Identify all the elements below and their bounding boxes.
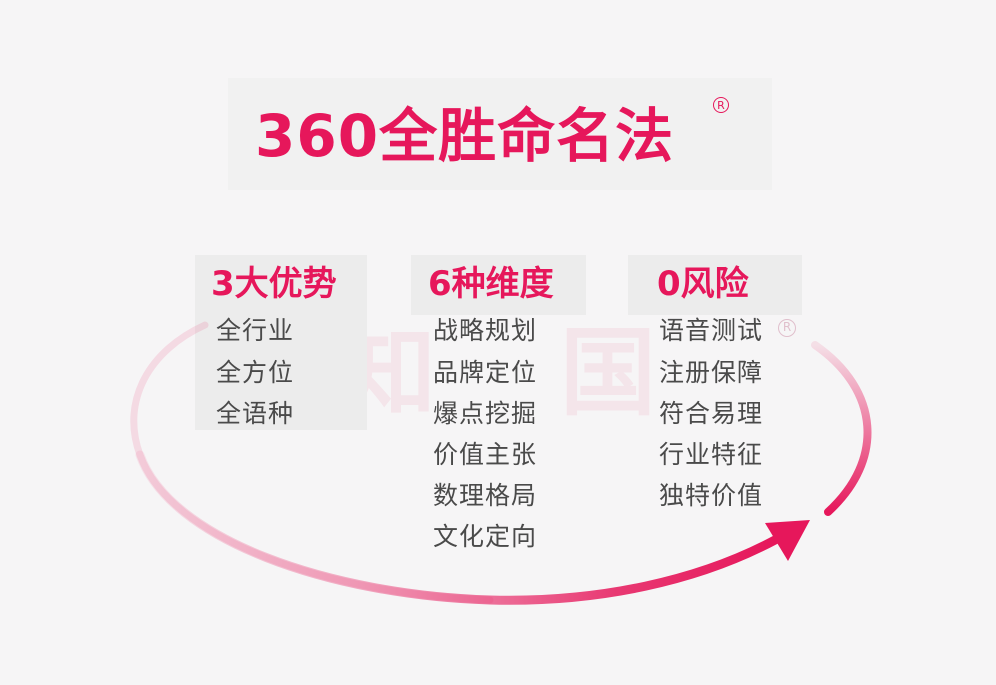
list-item: 战略规划 (433, 316, 538, 345)
page-title: 360全胜命名法 (255, 102, 675, 170)
column-heading-risk: 0风险 (657, 264, 749, 304)
list-item: 数理格局 (433, 481, 538, 510)
column-panel-dimensions (411, 255, 586, 315)
column-panel-risk (628, 255, 802, 315)
registered-mark-icon: R (713, 97, 729, 113)
list-item: 独特价值 (659, 481, 764, 510)
list-item: 全方位 (216, 358, 295, 387)
list-item: 价值主张 (433, 440, 538, 469)
list-item: 全行业 (216, 316, 295, 345)
list-item: 爆点挖掘 (433, 399, 538, 428)
list-item: 语音测试 (659, 316, 764, 345)
column-heading-advantages: 3大优势 (211, 264, 337, 304)
title-panel (228, 78, 772, 190)
list-item: 行业特征 (659, 440, 764, 469)
list-item: 文化定向 (433, 522, 538, 551)
registered-mark-icon: R (778, 319, 796, 337)
list-item: 品牌定位 (433, 358, 538, 387)
column-heading-dimensions: 6种维度 (428, 264, 554, 304)
list-item: 全语种 (216, 399, 295, 428)
column-panel-advantages (195, 255, 367, 430)
list-item: 注册保障 (659, 358, 764, 387)
watermark-char-3: 国 (560, 317, 656, 429)
list-item: 符合易理 (659, 399, 764, 428)
